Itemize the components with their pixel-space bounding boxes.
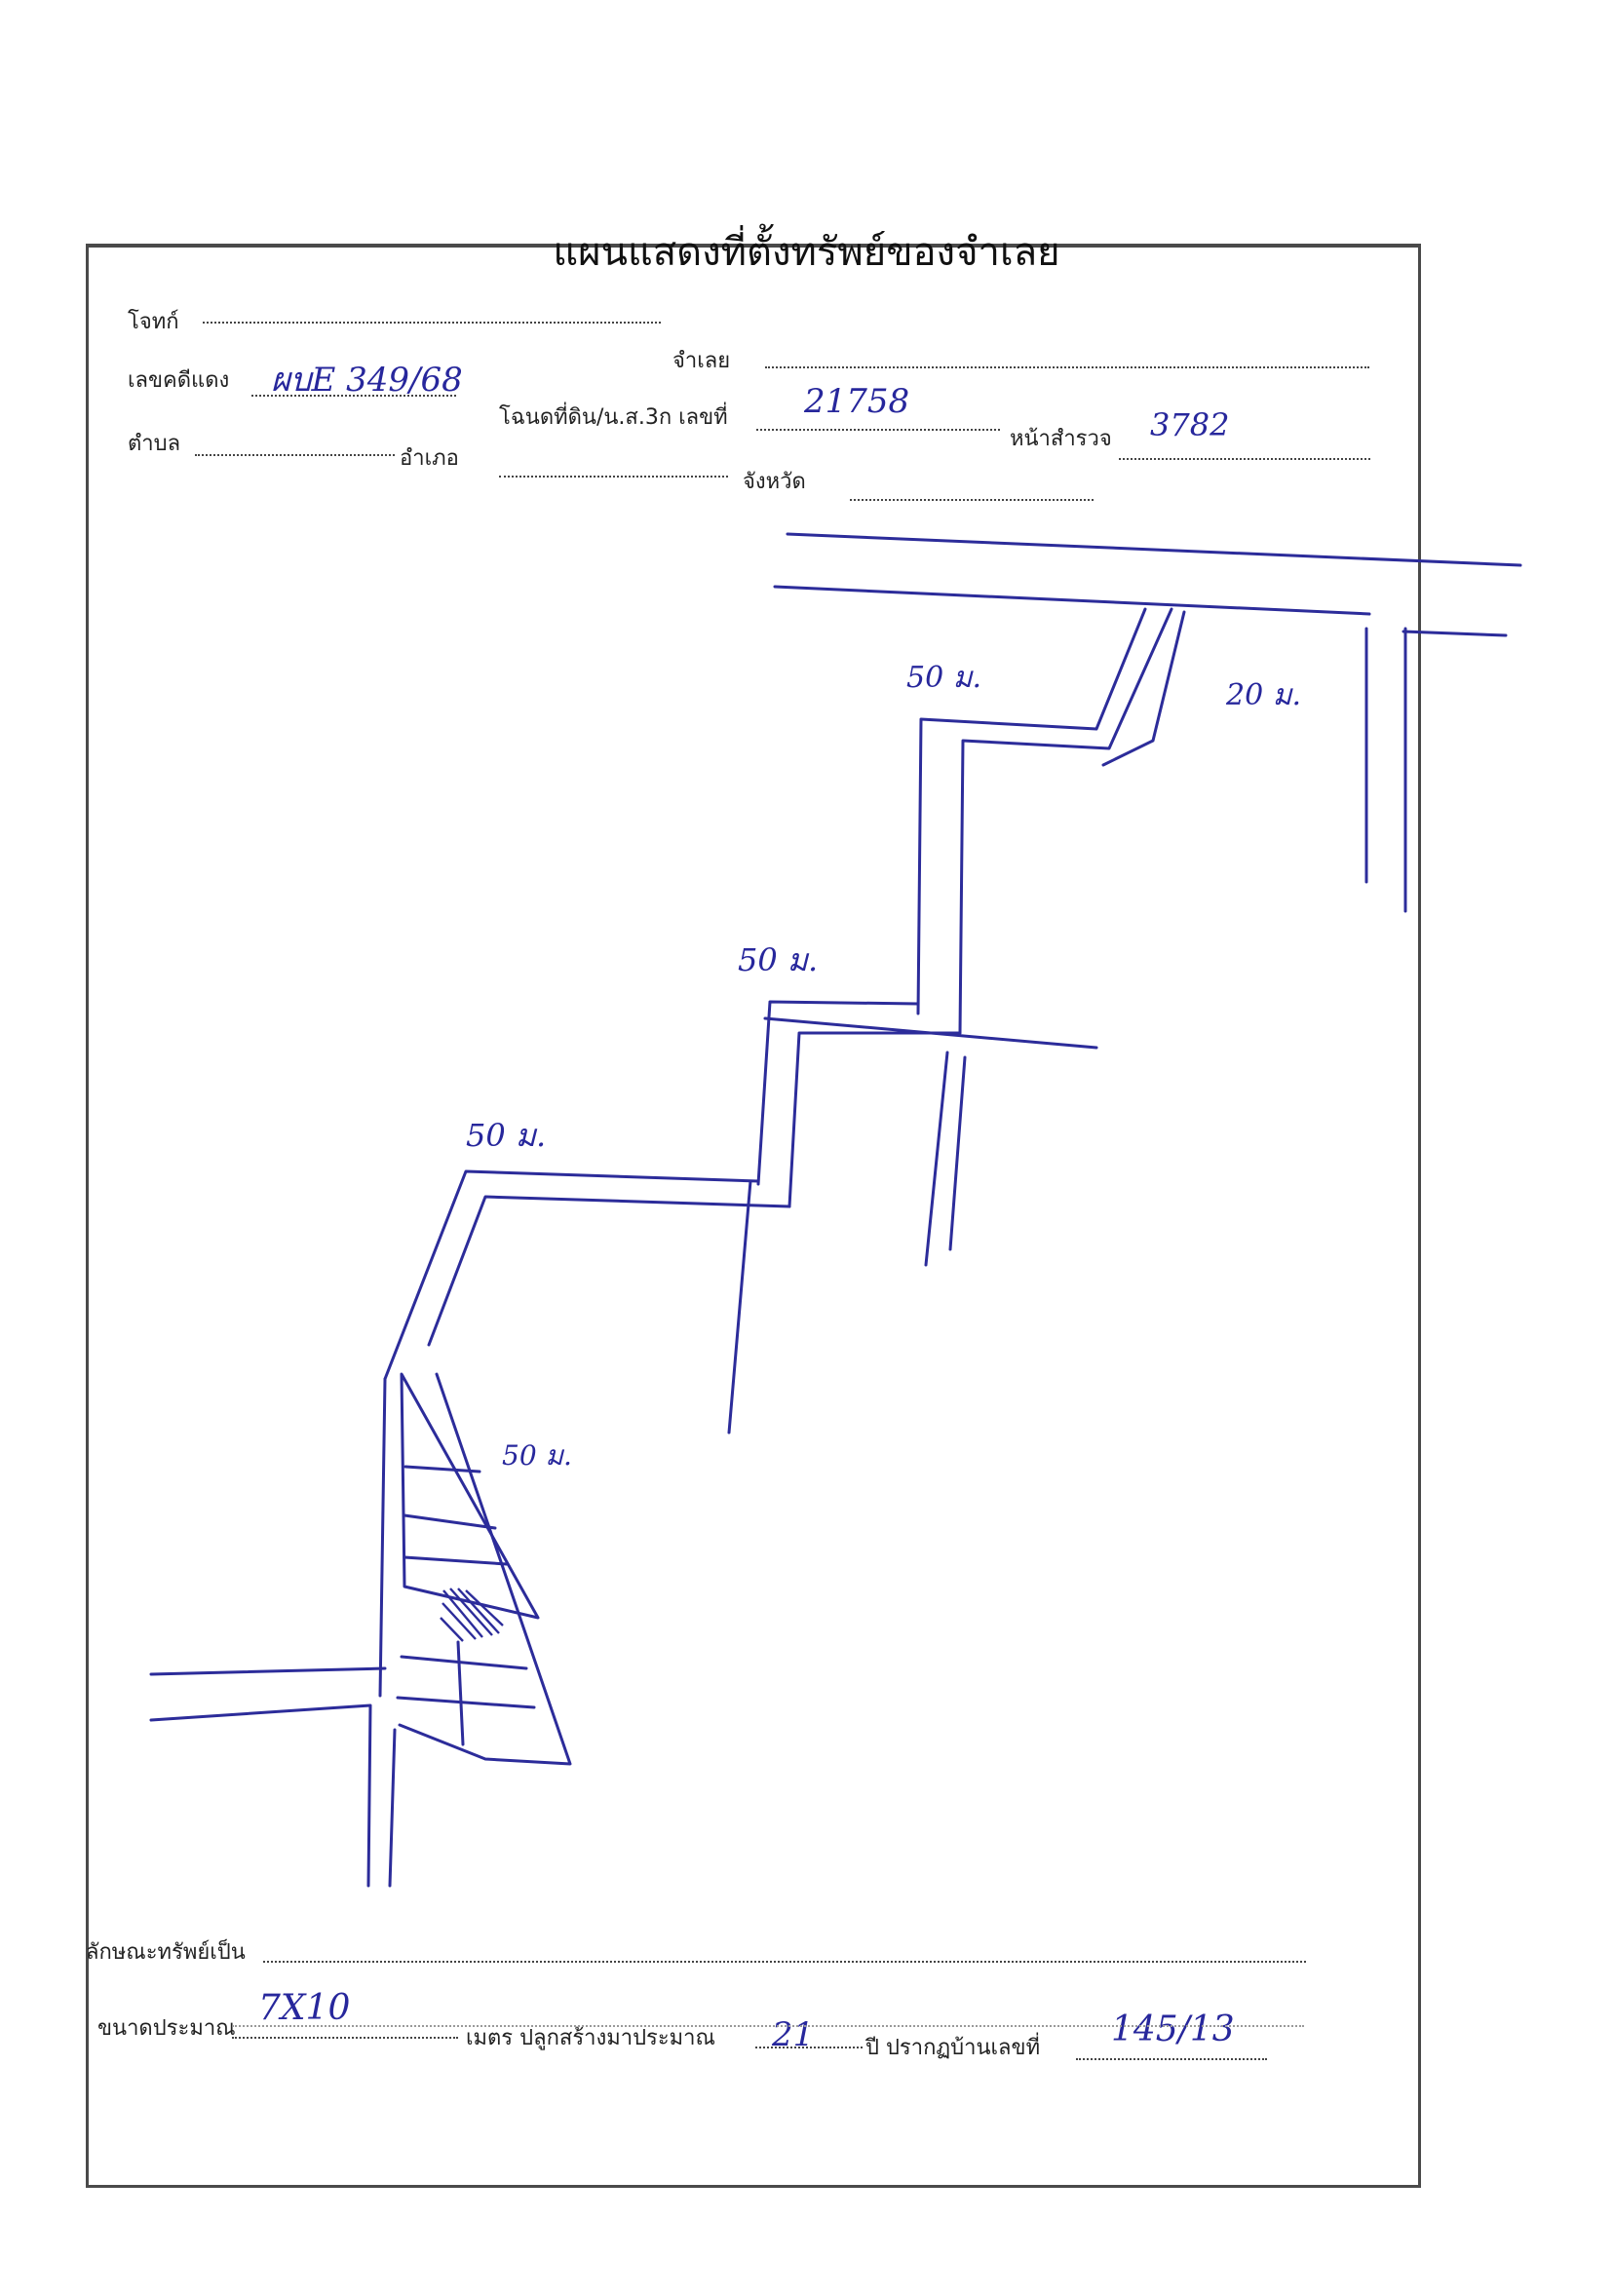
size-label: ขนาดประมาณ xyxy=(97,2016,236,2041)
defendant-dotted-line xyxy=(765,366,1369,368)
size-extra-dotted-line xyxy=(232,2025,1304,2027)
wedge-house-rows xyxy=(396,1465,536,1709)
district-dotted-line xyxy=(499,476,728,478)
deed-dotted-line xyxy=(756,429,1000,431)
distance-label-left: 50 ม. xyxy=(466,1117,547,1154)
lane-top-right-edge xyxy=(1101,610,1186,767)
sheet-frame xyxy=(86,244,1421,2188)
deed-value: 21758 xyxy=(804,382,910,421)
years-value: 21 xyxy=(772,2015,815,2054)
wedge-lane-left xyxy=(378,1377,387,1698)
house-no-value: 145/13 xyxy=(1111,2009,1235,2049)
property-type-label: ลักษณะทรัพย์เป็น xyxy=(86,1940,246,1965)
main-road-lower-line xyxy=(773,585,1371,616)
case-no-dotted-line xyxy=(251,395,456,397)
size-dotted-line xyxy=(232,2037,458,2039)
distance-label-wedge: 50 ม. xyxy=(502,1439,572,1472)
lower-left-road-lower xyxy=(149,1703,372,1888)
year-house-no-label: ปี ปรากฏบ้านเลขที่ xyxy=(865,2036,1041,2060)
survey-page-label: หน้าสำรวจ xyxy=(1010,427,1112,451)
survey-page-dotted-line xyxy=(1119,458,1370,460)
wedge-divider xyxy=(456,1640,465,1746)
main-road-upper-line xyxy=(786,532,1522,567)
branch-lane-right xyxy=(948,1055,967,1251)
district-label: อำเภอ xyxy=(400,446,459,471)
lower-left-road-upper xyxy=(149,1666,387,1676)
province-label: จังหวัด xyxy=(743,470,806,494)
sheet-title: แผนแสดงที่ตั้งทรัพย์ของจำเลย xyxy=(553,230,1060,275)
right-road-line xyxy=(1402,630,1508,637)
lane-low-outer xyxy=(383,1169,760,1381)
distance-label-right: 20 ม. xyxy=(1226,678,1302,712)
distance-label-middle: 50 ม. xyxy=(738,941,819,978)
size-value: 7X10 xyxy=(258,1988,351,2028)
lane-mid-right xyxy=(763,1016,1098,1050)
subdistrict-dotted-line xyxy=(195,454,395,456)
lane-top-inner xyxy=(958,607,1173,1035)
subdistrict-label: ตำบล xyxy=(128,432,181,456)
lane-low-inner xyxy=(427,1195,791,1347)
lane-top-outer xyxy=(916,607,1147,1015)
survey-page-value: 3782 xyxy=(1150,406,1230,443)
distance-label-top: 50 ม. xyxy=(906,661,982,695)
plaintiff-label: โจทก์ xyxy=(128,310,179,334)
lane-low-right xyxy=(727,1179,752,1435)
case-no-value: ผบE 349/68 xyxy=(271,361,463,400)
lane-mid-outer xyxy=(756,1000,920,1186)
lower-road-right-edge xyxy=(388,1728,397,1888)
plaintiff-dotted-line xyxy=(203,322,661,324)
meter-built-label: เมตร ปลูกสร้างมาประมาณ xyxy=(466,2026,715,2050)
deed-label: โฉนดที่ดิน/น.ส.3ก เลขที่ xyxy=(499,405,728,430)
case-no-label: เลขคดีแดง xyxy=(128,368,230,393)
years-dotted-line xyxy=(755,2047,863,2048)
property-type-dotted-line xyxy=(263,1961,1306,1963)
house-no-dotted-line xyxy=(1076,2058,1267,2060)
house-wedge-outline xyxy=(400,1372,540,1620)
province-dotted-line xyxy=(850,499,1094,501)
lane-mid-inner xyxy=(787,1031,962,1208)
branch-lane-left xyxy=(924,1051,949,1267)
target-house-hatching xyxy=(440,1588,504,1642)
defendant-label: จำเลย xyxy=(672,349,731,373)
wedge-outer-edge xyxy=(398,1372,572,1766)
